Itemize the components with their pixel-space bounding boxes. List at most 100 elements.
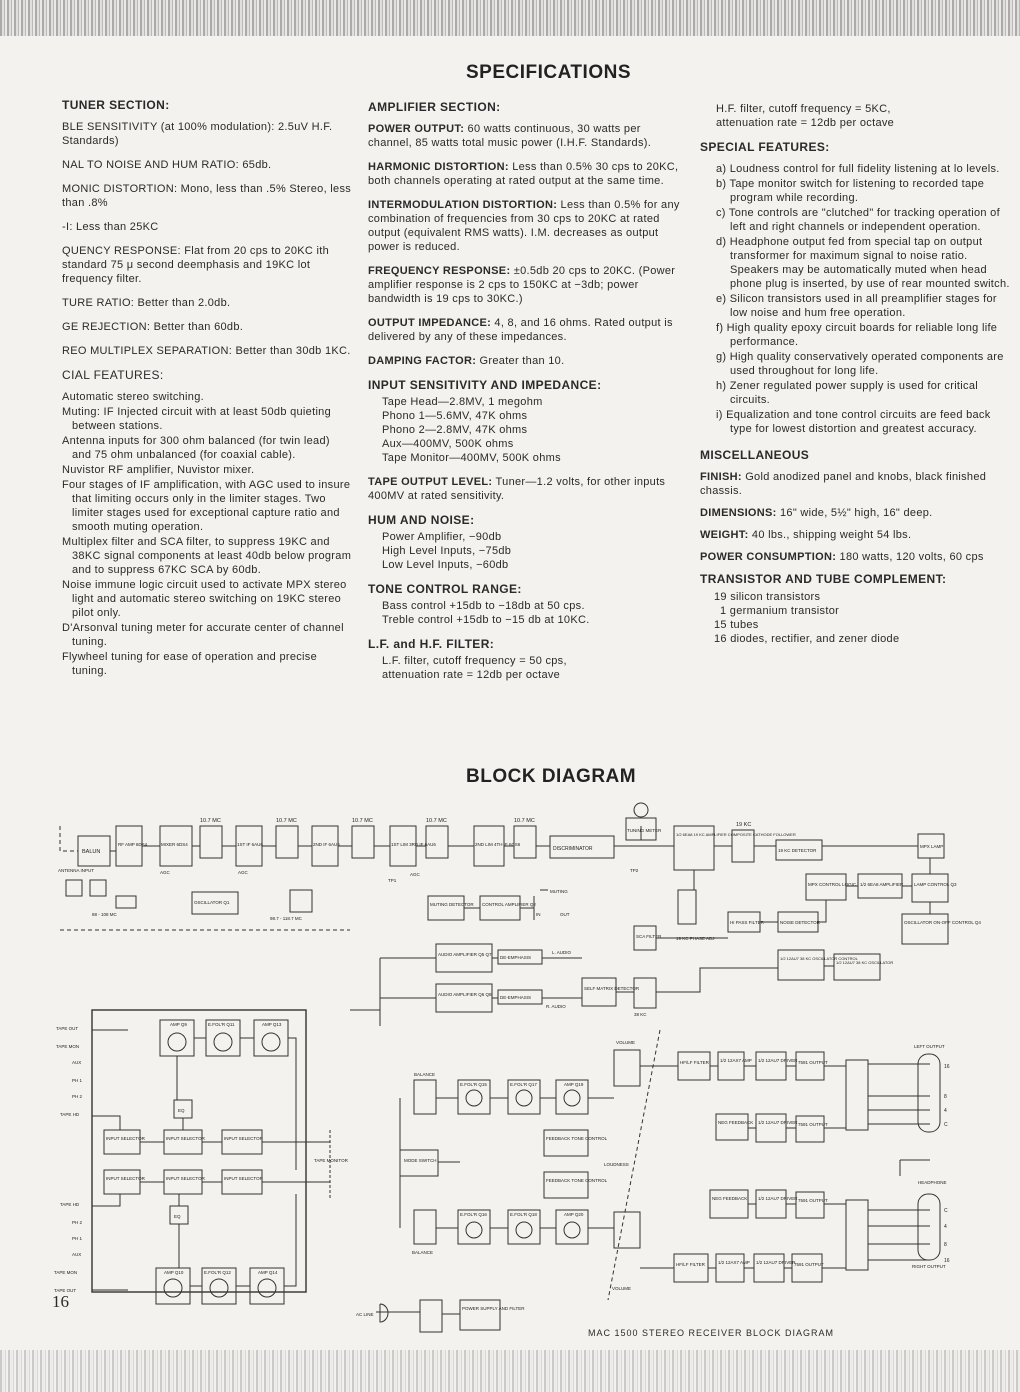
tap-label: 4 <box>944 1224 947 1230</box>
driver-block <box>753 1253 785 1283</box>
amp-q9-label: AMP Q9 <box>170 1022 187 1027</box>
output-7591-label: 7591 OUTPUT <box>798 1198 828 1203</box>
balun-label: BALUN <box>82 849 100 855</box>
driver-block <box>755 1051 787 1081</box>
driver-label: 1/2 12AU7 DRIVER <box>756 1260 796 1265</box>
half-6ea8-amp-label: 1/2 6EA8 AMPLIFIER <box>860 882 904 887</box>
composite-cf-label: 1/2 6EA8 19 KC AMPLIFIER COMPOSITE CATHO… <box>676 832 796 837</box>
tuner-spec: BLE SENSITIVITY (at 100% modulation): 2.… <box>62 121 333 147</box>
audio-amp-q6-label: AUDIO AMPLIFIER Q6 Q8 <box>438 992 492 997</box>
amp-q14-label: AMP Q14 <box>258 1270 278 1275</box>
tone-item: Bass control +15db to −18db at 50 cps. <box>382 600 585 612</box>
ac-plug-icon <box>376 1303 396 1323</box>
driver-label: 1/2 12AU7 DRIVER <box>758 1058 798 1063</box>
tone-heading: TONE CONTROL RANGE: <box>368 582 522 596</box>
output-7591-block <box>791 1253 823 1283</box>
kc38-filter-block <box>633 977 657 1009</box>
volume-pot-icon <box>613 1049 641 1087</box>
r-audio-label: R. AUDIO <box>546 1004 566 1009</box>
if-filter-block <box>199 825 223 859</box>
output-transformer-icon <box>845 1199 869 1271</box>
half-12ax7-label: 1/2 12AX7 AMP <box>720 1058 752 1063</box>
feature-item: Automatic stereo switching. <box>62 391 204 403</box>
tuner-spec: NAL TO NOISE AND HUM RATIO: 65db. <box>62 159 272 171</box>
feature-item: Muting: IF Injected circuit with at leas… <box>62 406 332 432</box>
spec-label: INTERMODULATION DISTORTION: <box>368 199 558 211</box>
special-feature: e) Silicon transistors used in all pream… <box>716 293 997 319</box>
mpx-lamp-label: MPX LAMP <box>920 844 943 849</box>
efolr-q17-block <box>507 1079 541 1115</box>
page-number: 16 <box>52 1292 69 1311</box>
transistor-icon <box>515 1221 533 1239</box>
ph1-label: PH 1 <box>72 1078 83 1083</box>
filter-item: attenuation rate = 12db per octave <box>382 669 561 681</box>
tuner-spec: GE REJECTION: Better than 60db. <box>62 321 244 333</box>
rf-amp-label: RF AMP 6DS4 <box>118 842 148 847</box>
de-emphasis-block <box>497 949 543 965</box>
self-matrix-label: SELF MATRIX DETECTOR <box>584 986 640 991</box>
hum-heading: HUM AND NOISE: <box>368 513 475 527</box>
sensitivity-item: Tape Head—2.8MV, 1 megohm <box>382 396 543 408</box>
hum-item: Low Level Inputs, −60db <box>382 559 509 571</box>
tone-item: Treble control +15db to −15 db at 10KC. <box>382 614 590 626</box>
driver-label: 1/2 12AU7 DRIVER <box>758 1196 798 1201</box>
output-7591-label: 7591 OUTPUT <box>794 1262 824 1267</box>
transistor-icon <box>261 1032 281 1052</box>
half-12ax7-label: 1/2 12AX7 AMP <box>718 1260 750 1265</box>
in-label: IN <box>536 912 541 917</box>
tuner-spec: TURE RATIO: Better than 2.0db. <box>62 297 231 309</box>
power-supply-block <box>459 1299 501 1331</box>
neg-feedback-label: NEG FEEDBACK <box>712 1196 747 1201</box>
transistor-icon <box>465 1221 483 1239</box>
de-emphasis-label: DE-EMPHASIS <box>500 995 531 1000</box>
hf-lf-filter-label: HF/LF FILTER <box>676 1262 706 1267</box>
tap-label: 8 <box>944 1242 947 1248</box>
sensitivity-heading: INPUT SENSITIVITY AND IMPEDANCE: <box>368 378 602 392</box>
meter-icon <box>633 802 649 818</box>
output-7591-label: 7591 OUTPUT <box>798 1060 828 1065</box>
mpx-logic-block <box>805 873 847 901</box>
efolr-q15-block <box>457 1079 491 1115</box>
feature-item: Flywheel tuning for ease of operation an… <box>62 651 318 677</box>
hi-pass-filter-label: HI PASS FILTER <box>730 920 765 925</box>
tape-hd-label: TAPE HD <box>60 1112 80 1117</box>
misc-text: 40 lbs., shipping weight 54 lbs. <box>751 529 912 541</box>
input-selector-block <box>103 1129 141 1155</box>
misc-text: 180 watts, 120 volts, 60 cps <box>839 551 984 563</box>
amp-q20-block <box>555 1209 589 1245</box>
second-lim-label: 2ND LIM 4TH IF 6CS6 <box>475 842 521 847</box>
spec-label: TAPE OUTPUT LEVEL: <box>368 476 493 488</box>
driver-label: 1/2 12AU7 DRIVER <box>758 1120 798 1125</box>
efolr-q15-label: E.FOL'R Q15 <box>460 1082 487 1087</box>
neg-feedback-label: NEG FEEDBACK <box>718 1120 753 1125</box>
mc-label: 10.7 MC <box>352 818 373 824</box>
spec-text: 60 watts continuous, 30 watts per channe… <box>368 123 652 149</box>
input-selector-block <box>163 1129 203 1155</box>
mc-label: 10.7 MC <box>200 818 221 824</box>
tape-mon-label: TAPE MON <box>54 1270 77 1275</box>
specifications-heading: SPECIFICATIONS <box>466 62 631 83</box>
spec-text: Greater than 10. <box>479 355 565 367</box>
complement-item: 16 diodes, rectifier, and zener diode <box>714 633 900 645</box>
tap-label: 8 <box>944 1094 947 1100</box>
if-filter-block <box>513 825 537 859</box>
third-if-label: 1ST LIM 3RD IF 6AU6 <box>391 842 436 847</box>
feedback-tone-block <box>543 1171 589 1199</box>
balance-pot-icon <box>413 1209 437 1245</box>
audio-amp-q5-block <box>435 943 493 973</box>
ph2-label: PH 2 <box>72 1094 83 1099</box>
output-7591-block <box>795 1115 825 1143</box>
left-output-label: LEFT OUTPUT <box>914 1044 945 1049</box>
tape-monitor-label: TAPE MONITOR <box>314 1158 349 1163</box>
spec-label: POWER OUTPUT: <box>368 123 465 135</box>
block-diagram-heading: BLOCK DIAGRAM <box>466 766 637 787</box>
de-emphasis-label: DE-EMPHASIS <box>500 955 531 960</box>
mc-label: 10.7 MC <box>276 818 297 824</box>
complement-heading: TRANSISTOR AND TUBE COMPLEMENT: <box>700 572 947 586</box>
misc-label: POWER CONSUMPTION: <box>700 551 837 563</box>
feature-item: Multiplex filter and SCA filter, to supp… <box>62 536 352 576</box>
coil-icon <box>65 879 83 897</box>
complement-item: 15 tubes <box>714 619 759 631</box>
hf-lf-filter-block <box>677 1051 711 1081</box>
